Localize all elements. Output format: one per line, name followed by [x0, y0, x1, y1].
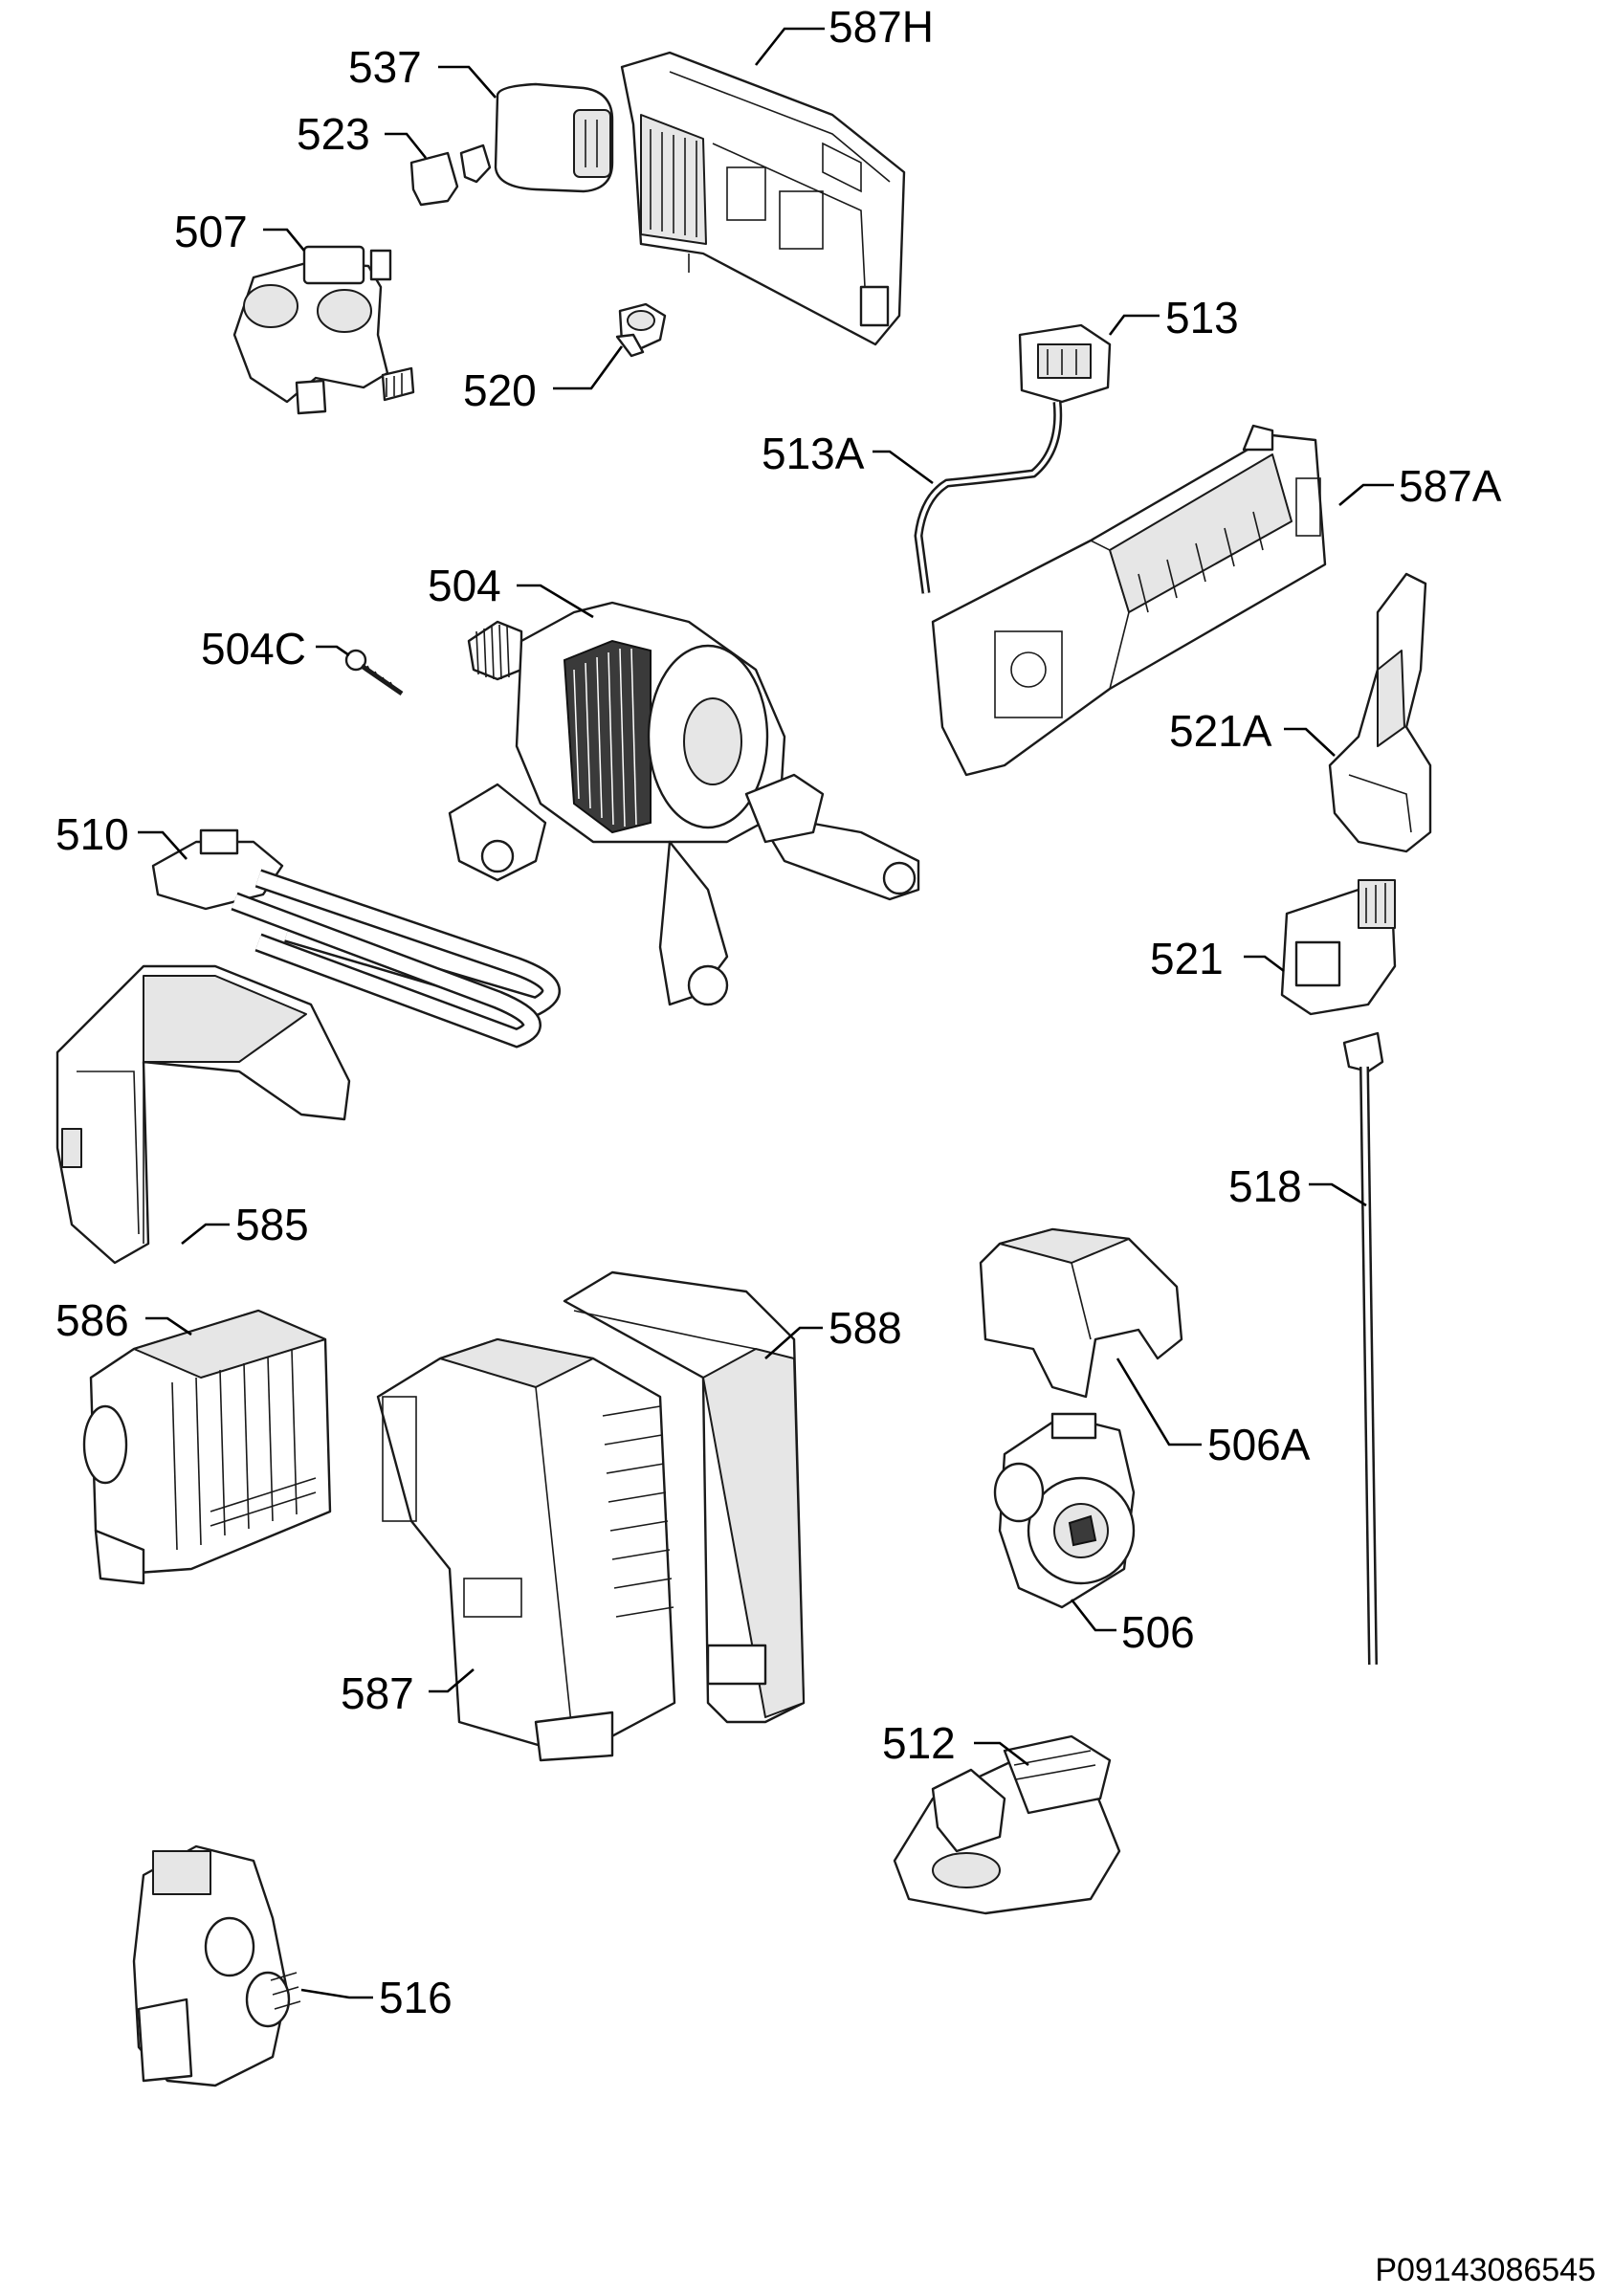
part-587-main-module: [376, 1337, 676, 1762]
label-521A: 521A: [1169, 706, 1272, 756]
label-521: 521: [1150, 934, 1224, 983]
label-512: 512: [882, 1718, 956, 1768]
label-513: 513: [1165, 293, 1239, 342]
part-516-pump: [132, 1844, 301, 2087]
label-516: 516: [379, 1973, 453, 2022]
part-506-drain-pump: [993, 1412, 1136, 1609]
part-513A-hose: [914, 401, 1063, 594]
label-588: 588: [829, 1303, 902, 1353]
part-521-door-lock: [1280, 879, 1397, 1016]
part-521A-bracket: [1328, 572, 1432, 853]
label-518: 518: [1228, 1161, 1302, 1211]
label-506A: 506A: [1207, 1420, 1311, 1469]
label-537: 537: [348, 42, 422, 92]
label-587H: 587H: [829, 2, 934, 52]
part-504-motor: [448, 601, 920, 1006]
part-587H-module: [620, 51, 906, 346]
part-504C-screw: [344, 649, 404, 696]
part-507-inlet-valve: [232, 245, 415, 415]
part-586-filter: [82, 1309, 332, 1585]
label-587A: 587A: [1399, 461, 1502, 511]
part-513-pressure-switch: [1018, 323, 1112, 404]
part-518-rod: [1342, 1031, 1384, 1666]
part-523-clip: [409, 144, 492, 207]
label-586: 586: [55, 1295, 129, 1345]
part-512-sensor: [893, 1734, 1121, 1915]
label-520: 520: [463, 365, 537, 415]
part-520-sensor: [615, 302, 667, 358]
label-504C: 504C: [201, 624, 306, 673]
label-513A: 513A: [762, 429, 865, 478]
label-510: 510: [55, 809, 129, 859]
part-537-capacitor: [494, 82, 614, 193]
label-587: 587: [341, 1668, 414, 1718]
label-507: 507: [174, 207, 248, 256]
label-585: 585: [235, 1200, 309, 1249]
part-506A-pump-cover: [979, 1227, 1183, 1399]
part-588-housing: [563, 1270, 806, 1724]
part-587A-control-board: [931, 424, 1327, 777]
label-523: 523: [297, 109, 370, 159]
document-id: P09143086545: [1375, 2252, 1596, 2288]
label-506: 506: [1121, 1607, 1195, 1657]
label-504: 504: [428, 561, 501, 610]
part-585-cover: [55, 964, 351, 1265]
